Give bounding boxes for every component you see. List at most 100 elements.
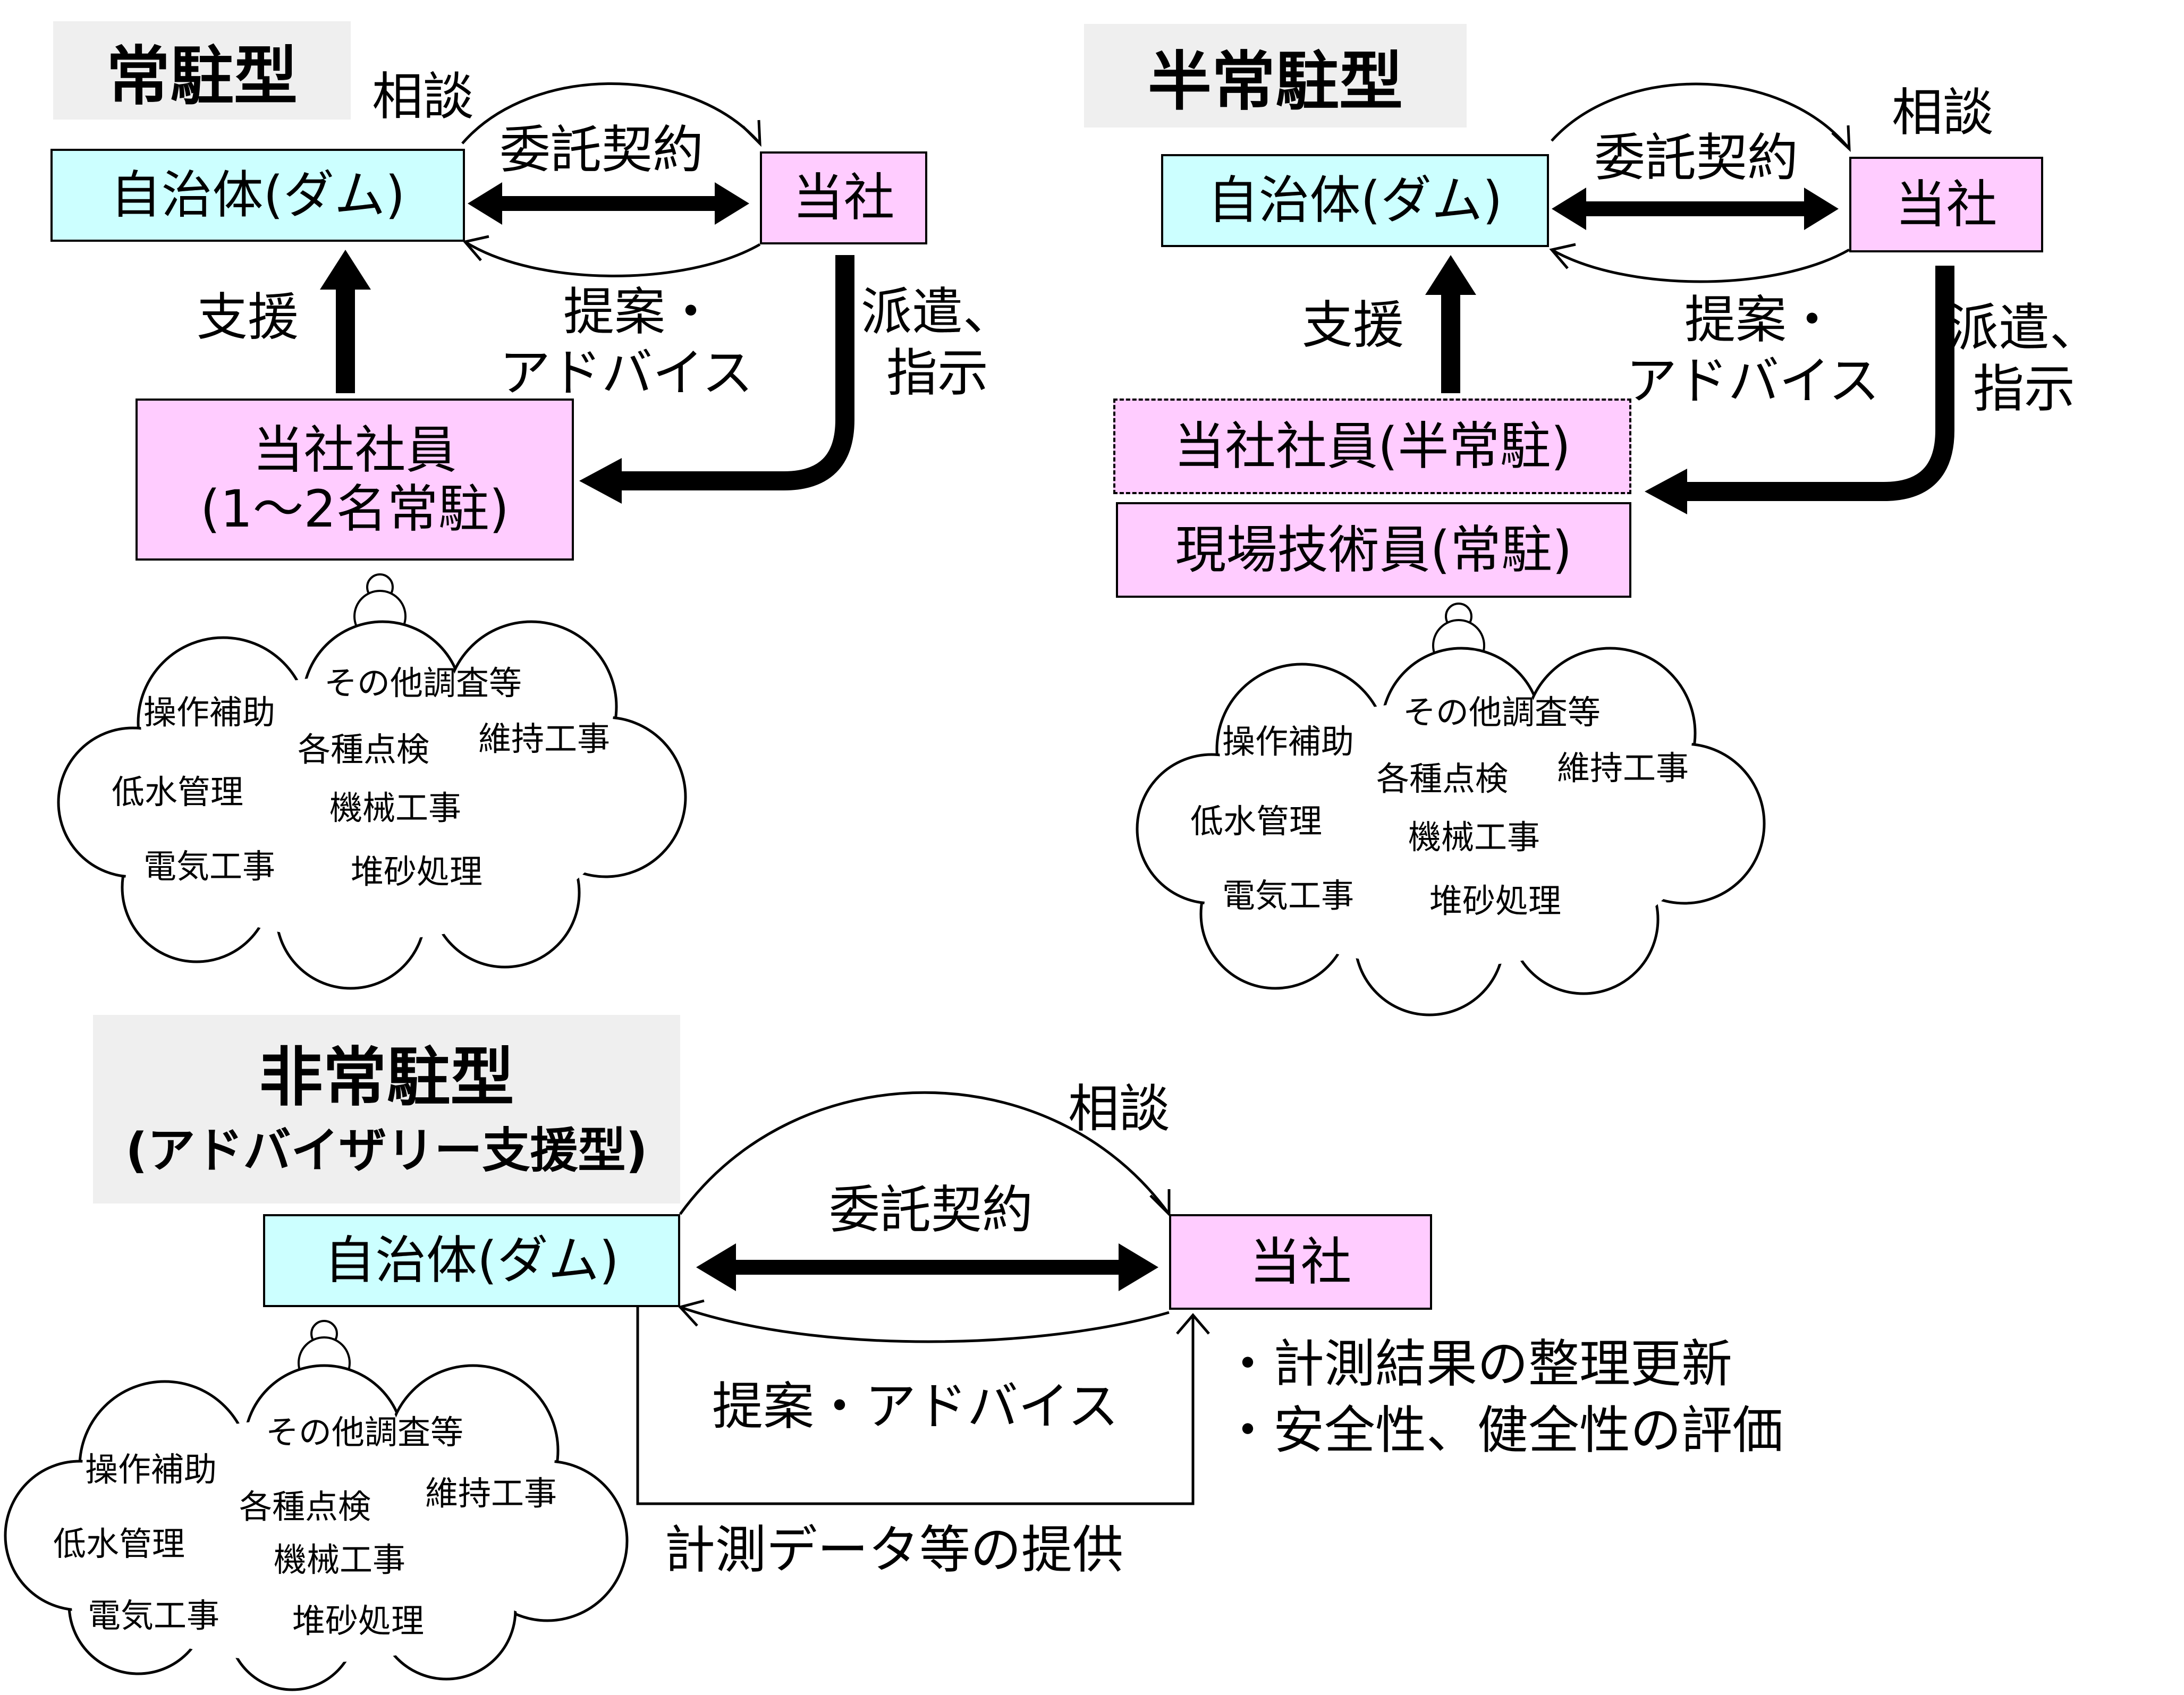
task-misc-survey-3: その他調査等: [266, 1413, 464, 1452]
label-dispatch-1: 派遣、 指示: [861, 282, 1014, 404]
support-arrow-1-head: [320, 250, 371, 290]
engineer-box-2-label: 現場技術員(常駐): [1175, 520, 1572, 580]
proposal-arc-1-head: [462, 235, 489, 261]
label-dispatch-1-line1: 派遣、: [861, 282, 1014, 342]
label-dispatch-1-line2: 指示: [886, 343, 988, 403]
task-misc-survey-2: その他調査等: [1403, 693, 1601, 732]
task-electrical-3: 電気工事: [88, 1596, 220, 1635]
company-box-2: 当社: [1849, 157, 2043, 252]
task-maintenance-1: 維持工事: [478, 719, 611, 758]
task-electrical-2: 電気工事: [1222, 876, 1355, 915]
label-proposal-2-line1: 提案・: [1684, 290, 1838, 350]
label-contract-3: 委託契約: [829, 1180, 1033, 1240]
task-low-water-3: 低水管理: [53, 1524, 185, 1563]
label-dispatch-2-line1: 派遣、: [1948, 298, 2101, 358]
task-operation-2: 操作補助: [1222, 722, 1355, 761]
consult-arc-1: [461, 82, 761, 145]
staff-box-1: 当社社員 (1～2名常駐): [136, 399, 574, 561]
client-box-1: 自治体(ダム): [50, 149, 465, 242]
data-flow-line: [636, 1307, 1195, 1505]
consult-arc-1-head: [742, 120, 761, 147]
label-dispatch-2-line2: 指示: [1973, 359, 2075, 419]
title-nonresident: 非常駐型 (アドバイザリー支援型): [93, 1015, 680, 1204]
task-mechanical-1: 機械工事: [329, 789, 462, 827]
staff-box-2-label: 当社社員(半常駐): [1174, 416, 1571, 476]
task-electrical-1: 電気工事: [143, 847, 276, 886]
label-proposal-1-line2: アドバイス: [500, 343, 754, 403]
cloud-2-fill: [1140, 651, 1762, 1012]
contract-arrow-3-right: [1119, 1243, 1158, 1291]
contract-arrow-3-left: [696, 1243, 736, 1291]
title-nonresident-sub: (アドバイザリー支援型): [125, 1123, 648, 1179]
task-inspection-2: 各種点検: [1376, 759, 1509, 798]
task-low-water-1: 低水管理: [112, 773, 244, 811]
client-box-3: 自治体(ダム): [263, 1214, 680, 1307]
cloud-3-fill: [8, 1368, 624, 1687]
proposal-arc-2-head: [1549, 243, 1576, 269]
company-tasks-list: ・計測結果の整理更新 ・安全性、健全性の評価: [1222, 1331, 1783, 1464]
staff-box-2: 当社社員(半常駐): [1113, 399, 1631, 494]
label-proposal-2-line2: アドバイス: [1626, 351, 1880, 411]
proposal-arc-3: [680, 1306, 1170, 1343]
staff-box-1-line1: 当社社員: [252, 420, 457, 480]
proposal-arc-1: [464, 240, 761, 277]
dispatch-arrow-1: [619, 255, 854, 490]
task-inspection-1: 各種点検: [298, 730, 430, 769]
title-semi: 半常駐型: [1084, 24, 1467, 128]
task-maintenance-3: 維持工事: [425, 1474, 557, 1513]
label-consult-1: 相談: [372, 67, 474, 126]
client-box-2-label: 自治体(ダム): [1207, 171, 1503, 231]
label-support-2: 支援: [1302, 295, 1404, 355]
client-box-2: 自治体(ダム): [1161, 154, 1549, 247]
task-operation-1: 操作補助: [143, 693, 276, 732]
client-box-1-label: 自治体(ダム): [110, 165, 405, 225]
label-data-3: 計測データ等の提供: [664, 1520, 1123, 1580]
task-sediment-1: 堆砂処理: [351, 852, 483, 891]
title-nonresident-main: 非常駐型: [259, 1041, 514, 1115]
contract-arrow-2-right: [1804, 188, 1839, 230]
data-flow-head: [1176, 1313, 1210, 1335]
engineer-box-2: 現場技術員(常駐): [1116, 502, 1631, 598]
contract-arrow-1-left: [468, 182, 502, 225]
task-sediment-3: 堆砂処理: [292, 1601, 425, 1640]
dispatch-arrow-2-head: [1645, 469, 1687, 514]
company-box-1-label: 当社: [792, 168, 895, 228]
label-consult-2: 相談: [1892, 83, 1994, 142]
client-box-3-label: 自治体(ダム): [324, 1231, 619, 1291]
dispatch-arrow-2: [1684, 266, 1954, 501]
proposal-arc-2: [1551, 248, 1850, 283]
label-proposal-3: 提案・アドバイス: [712, 1377, 1119, 1436]
company-box-2-label: 当社: [1895, 174, 1997, 234]
label-support-1: 支援: [197, 287, 299, 347]
task-mechanical-2: 機械工事: [1408, 818, 1540, 857]
title-resident: 常駐型: [53, 21, 351, 120]
task-inspection-3: 各種点検: [239, 1487, 371, 1526]
bullet-measurement-update: ・計測結果の整理更新: [1222, 1334, 1732, 1394]
consult-arc-3: [679, 1091, 1171, 1215]
label-proposal-1: 提案・ アドバイス: [500, 282, 753, 404]
task-maintenance-2: 維持工事: [1557, 749, 1689, 787]
task-operation-3: 操作補助: [85, 1450, 217, 1489]
label-dispatch-2: 派遣、 指示: [1948, 298, 2101, 420]
task-mechanical-3: 機械工事: [274, 1540, 406, 1579]
label-proposal-2: 提案・ アドバイス: [1626, 290, 1880, 412]
contract-arrow-1-right: [715, 182, 749, 225]
dispatch-arrow-1-head: [579, 458, 622, 504]
label-contract-2: 委託契約: [1594, 128, 1798, 188]
contract-arrow-2-left: [1552, 188, 1586, 230]
company-box-3: 当社: [1169, 1214, 1432, 1310]
label-consult-3: 相談: [1068, 1079, 1170, 1139]
support-arrow-2-head: [1425, 255, 1476, 295]
company-box-3-label: 当社: [1249, 1232, 1352, 1292]
label-contract-1: 委託契約: [500, 120, 704, 180]
cloud-1-fill: [61, 624, 683, 986]
proposal-arc-3-head: [678, 1299, 705, 1327]
consult-arc-2-head: [1831, 125, 1851, 152]
company-box-1: 当社: [760, 151, 927, 244]
label-proposal-1-line1: 提案・: [563, 282, 716, 342]
task-low-water-2: 低水管理: [1190, 802, 1323, 841]
task-sediment-2: 堆砂処理: [1429, 882, 1562, 920]
task-misc-survey-1: その他調査等: [324, 664, 522, 702]
